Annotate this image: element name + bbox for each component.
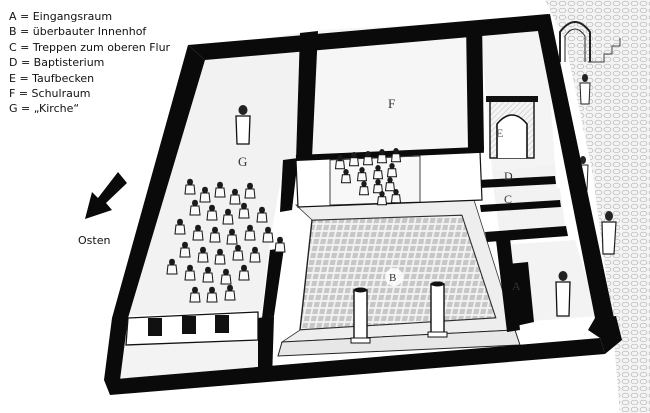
room-label-a: A	[512, 279, 521, 293]
column	[350, 287, 371, 344]
standing-figure	[235, 105, 251, 145]
parapet-lower-left	[125, 311, 259, 346]
room-label-f: F	[388, 96, 395, 111]
legend-item-b: B = überbauter Innenhof	[9, 25, 147, 39]
floor-room-g	[125, 32, 305, 316]
street-figure	[579, 74, 591, 105]
legend-item-c: C = Treppen zum oberen Flur	[9, 40, 171, 54]
floor-room-f	[312, 22, 470, 158]
street	[545, 0, 650, 413]
legend-item-f: F = Schulraum	[9, 87, 91, 101]
legend-item-g: G = „Kirche“	[9, 102, 80, 116]
street-figure	[601, 211, 617, 255]
school-figures	[334, 148, 402, 206]
column	[427, 281, 448, 338]
standing-figure	[555, 271, 571, 317]
legend: A = Eingangsraum B = überbauter Innenhof…	[9, 9, 170, 117]
room-label-d: D	[504, 169, 513, 183]
courtyard-b-portico-floor	[280, 199, 516, 343]
room-label-c: C	[504, 192, 512, 206]
floor-room-c	[494, 188, 566, 238]
room-label-e: E	[496, 126, 503, 140]
direction-label: Osten	[78, 234, 110, 247]
room-label-b: B	[389, 272, 396, 284]
east-arrow-icon	[85, 172, 127, 219]
background-arch	[559, 21, 621, 63]
outer-walls	[104, 14, 622, 395]
assembly-figures	[166, 178, 286, 303]
legend-item-a: A = Eingangsraum	[9, 10, 113, 23]
legend-item-e: E = Taufbecken	[9, 71, 95, 85]
room-label-g: G	[238, 154, 247, 169]
inner-walls	[258, 21, 568, 381]
baptistery-niche	[486, 96, 538, 159]
legend-item-d: D = Baptisterium	[9, 56, 105, 70]
